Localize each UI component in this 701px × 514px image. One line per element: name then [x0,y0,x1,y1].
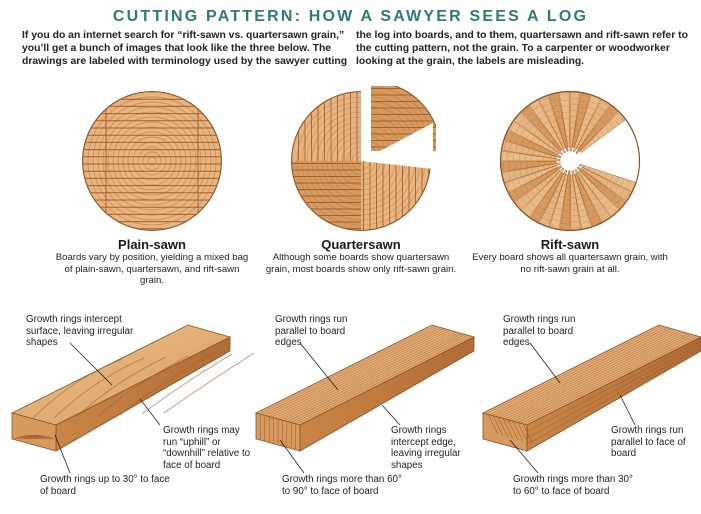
board3-top-annotation: Growth rings run parallel to board edges [503,314,576,348]
rift-sawn-description: Every board shows all quartersawn grain,… [472,252,668,275]
intro-text-right: the log into boards, and to them, quarte… [356,30,688,67]
board1-side-annotation: Growth rings may run “uphill” or “downhi… [163,425,251,471]
quartersawn-heading: Quartersawn [321,237,401,252]
board1-top-annotation: Growth rings intercept surface, leaving … [26,314,134,348]
plain-sawn-board [10,324,255,452]
plain-sawn-description: Boards vary by position, yielding a mixe… [55,252,249,287]
rift-sawn-heading: Rift-sawn [540,237,600,252]
board2-bottom-annotation: Growth rings more than 60° to 90° to fac… [282,474,402,497]
board-illustrations [10,324,701,474]
rift-sawn-board [481,324,701,452]
page-title: CUTTING PATTERN: HOW A SAWYER SEES A LOG [112,8,589,25]
plain-sawn-log-illustration [82,91,222,231]
quartersawn-board [254,324,476,452]
board2-top-annotation: Growth rings run parallel to board edges [275,314,348,348]
quartersawn-description: Although some boards show quartersawn gr… [265,252,457,275]
intro-text-left: If you do an internet search for “rift-s… [22,30,348,67]
board2-side-annotation: Growth rings intercept edge, leaving irr… [391,425,461,471]
quartersawn-log-illustration [291,86,436,231]
board1-bottom-annotation: Growth rings up to 30° to face of board [40,474,170,497]
plain-sawn-heading: Plain-sawn [118,237,186,252]
board3-side-annotation: Growth rings run parallel to face of boa… [611,425,686,459]
board3-bottom-annotation: Growth rings more than 30° to 60° to fac… [513,474,633,497]
rift-sawn-log-illustration [499,90,641,232]
